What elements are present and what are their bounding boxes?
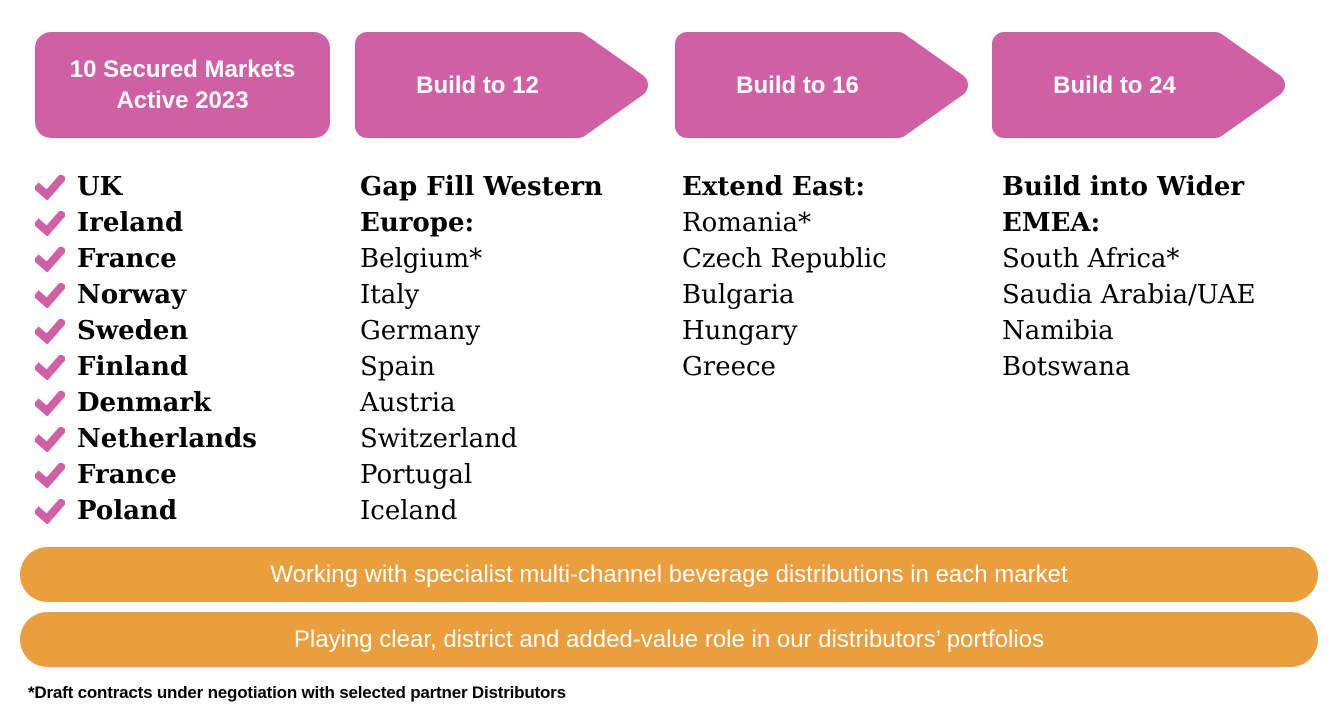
stage-header-build-to-16: Build to 16: [675, 32, 968, 138]
check-icon: [35, 282, 65, 308]
market-label: Czech Republic: [682, 244, 887, 274]
market-row: Austria: [360, 385, 660, 421]
market-row: Italy: [360, 277, 660, 313]
market-list-secured: UK Ireland France Norway Sweden Finland: [35, 169, 257, 529]
check-icon: [35, 210, 65, 236]
stage-header-build-to-24: Build to 24: [992, 32, 1285, 138]
stage-header-label: Build to 24: [1053, 71, 1176, 99]
market-label: Namibia: [1002, 316, 1114, 346]
market-row: Belgium*: [360, 241, 660, 277]
market-row: South Africa*: [1002, 241, 1318, 277]
market-row: Norway: [35, 277, 257, 313]
check-icon: [35, 498, 65, 524]
stage-header-build-to-12: Build to 12: [355, 32, 648, 138]
market-list-build-16: Extend East: Romania* Czech Republic Bul…: [682, 169, 982, 385]
market-row: Hungary: [682, 313, 982, 349]
stage-header-secured-markets: 10 Secured Markets Active 2023: [35, 32, 330, 138]
market-label: Switzerland: [360, 424, 518, 454]
market-label: Portugal: [360, 460, 473, 490]
market-row: Switzerland: [360, 421, 660, 457]
market-row: UK: [35, 169, 257, 205]
market-row: Germany: [360, 313, 660, 349]
market-row: Romania*: [682, 205, 982, 241]
column-title: Gap Fill Western Europe:: [360, 172, 603, 238]
market-label: France: [77, 244, 177, 274]
market-row: Finland: [35, 349, 257, 385]
market-label: Denmark: [77, 388, 212, 418]
stage-header-label: Build to 12: [416, 71, 539, 99]
market-label: Greece: [682, 352, 776, 382]
market-list-build-24: Build into Wider EMEA: South Africa* Sau…: [1002, 169, 1318, 385]
market-label: Hungary: [682, 316, 798, 346]
market-label: Ireland: [77, 208, 184, 238]
market-label: Finland: [77, 352, 189, 382]
market-row: Iceland: [360, 493, 660, 529]
market-row: Denmark: [35, 385, 257, 421]
market-label: Iceland: [360, 496, 458, 526]
market-label: Italy: [360, 280, 420, 310]
market-row: Sweden: [35, 313, 257, 349]
stage-header-label: 10 Secured Markets Active 2023: [69, 56, 296, 114]
market-row: Bulgaria: [682, 277, 982, 313]
check-icon: [35, 174, 65, 200]
market-row: Saudia Arabia/UAE: [1002, 277, 1318, 313]
market-label: Spain: [360, 352, 436, 382]
portfolio-banner: Playing clear, district and added-value …: [20, 612, 1318, 667]
footnote: *Draft contracts under negotiation with …: [28, 683, 566, 702]
market-label: Bulgaria: [682, 280, 795, 310]
market-items: Belgium* Italy Germany Spain Austria Swi…: [360, 241, 660, 529]
check-icon: [35, 426, 65, 452]
market-row: France: [35, 241, 257, 277]
market-label: Romania*: [682, 208, 811, 238]
stage-header-label: Build to 16: [736, 71, 859, 99]
market-items: Romania* Czech Republic Bulgaria Hungary…: [682, 205, 982, 385]
market-label: South Africa*: [1002, 244, 1180, 274]
check-icon: [35, 246, 65, 272]
market-items: South Africa* Saudia Arabia/UAE Namibia …: [1002, 241, 1318, 385]
check-icon: [35, 354, 65, 380]
market-label: UK: [77, 172, 123, 202]
market-row: Czech Republic: [682, 241, 982, 277]
banner-text: Working with specialist multi-channel be…: [270, 560, 1068, 588]
market-row: Greece: [682, 349, 982, 385]
check-icon: [35, 462, 65, 488]
column-title: Build into Wider EMEA:: [1002, 172, 1245, 238]
distribution-banner: Working with specialist multi-channel be…: [20, 547, 1318, 602]
market-label: Netherlands: [77, 424, 257, 454]
arrow-right-shape: [992, 32, 1285, 138]
market-row: Poland: [35, 493, 257, 529]
check-icon: [35, 318, 65, 344]
market-label: Austria: [360, 388, 456, 418]
market-label: Poland: [77, 496, 178, 526]
arrow-right-shape: [675, 32, 968, 138]
market-row: Netherlands: [35, 421, 257, 457]
market-label: Belgium*: [360, 244, 483, 274]
market-row: Ireland: [35, 205, 257, 241]
market-row: France: [35, 457, 257, 493]
arrow-right-shape: [355, 32, 648, 138]
market-row: Namibia: [1002, 313, 1318, 349]
market-row: Portugal: [360, 457, 660, 493]
market-label: Saudia Arabia/UAE: [1002, 280, 1256, 310]
market-label: Germany: [360, 316, 481, 346]
banner-text: Playing clear, district and added-value …: [293, 625, 1045, 653]
market-row: Botswana: [1002, 349, 1318, 385]
market-list-build-12: Gap Fill Western Europe: Belgium* Italy …: [360, 169, 660, 529]
column-title: Extend East:: [682, 172, 865, 202]
market-label: Norway: [77, 280, 187, 310]
market-label: France: [77, 460, 177, 490]
market-label: Sweden: [77, 316, 189, 346]
check-icon: [35, 390, 65, 416]
market-row: Spain: [360, 349, 660, 385]
market-label: Botswana: [1002, 352, 1131, 382]
